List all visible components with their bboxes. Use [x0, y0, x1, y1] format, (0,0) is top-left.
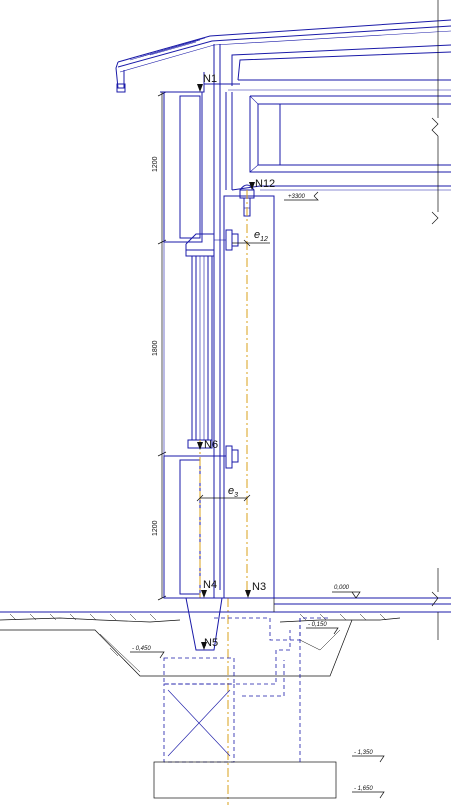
- dimension-upper: 1200: [152, 156, 159, 172]
- roof-cornice: [115, 19, 451, 93]
- node-n3-label: N3: [252, 581, 266, 593]
- node-n6-label: N6: [204, 439, 218, 451]
- node-n12-label: N12: [255, 178, 275, 190]
- foundation-beam: [163, 597, 330, 697]
- level-grade: - 0,150: [308, 622, 327, 628]
- window-frame: [163, 233, 215, 456]
- axis-lines: [199, 190, 248, 805]
- roof-beam: [225, 0, 451, 225]
- node-n4-label: N4: [203, 579, 217, 591]
- level-roof: +3300: [288, 194, 306, 200]
- node-arrows: [197, 84, 255, 650]
- foundation-footing: [153, 618, 337, 799]
- level-footing-bottom: - 1,650: [354, 786, 373, 792]
- dimension-middle: 1800: [152, 340, 159, 356]
- dimension-line-left: [157, 91, 167, 601]
- node-n5-label: N5: [204, 637, 218, 649]
- level-markers: [130, 191, 385, 799]
- excavation: [0, 619, 353, 677]
- dimension-lower: 1200: [152, 520, 159, 536]
- floor-slab: [0, 568, 451, 640]
- level-footing-top: - 1,350: [354, 750, 373, 756]
- eccentricity-e12-label: e12: [254, 229, 268, 243]
- eccentricity-dimensions: [196, 239, 270, 502]
- level-foundation-top: - 0,450: [132, 646, 151, 652]
- node-n1-label: N1: [203, 73, 217, 85]
- lower-wall-panel: [163, 455, 226, 599]
- column: [214, 184, 275, 599]
- level-ground: 0,000: [334, 585, 350, 591]
- eccentricity-e3-label: e3: [228, 485, 238, 499]
- ground-hatch: [0, 613, 401, 623]
